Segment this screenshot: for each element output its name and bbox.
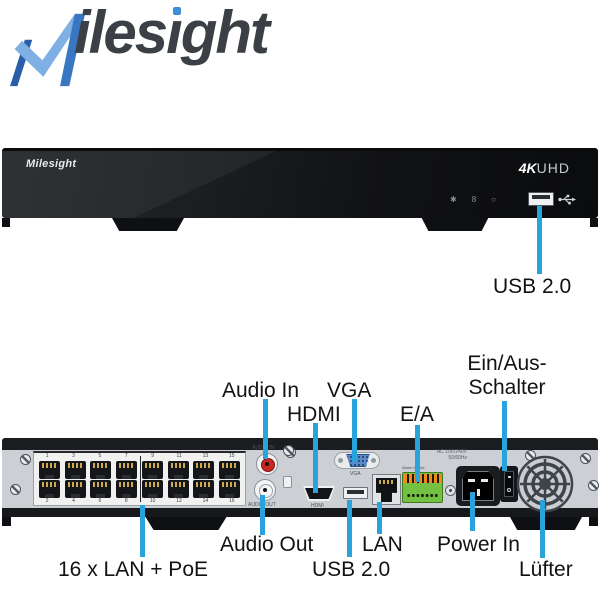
callout-label-audio-out: Audio Out (220, 533, 314, 556)
callout-line-audio-out (260, 495, 265, 535)
rocker-switch (504, 471, 514, 497)
callout-line-power-in (470, 492, 475, 531)
ground-screw-icon (445, 485, 456, 496)
front-usb-port (528, 192, 554, 206)
callout-line-fan (540, 500, 545, 558)
lan-port-row-top (34, 460, 245, 479)
audio-out-rca-port (254, 479, 276, 501)
rj45-port (219, 460, 241, 479)
callout-line-lan (377, 502, 382, 534)
callout-line-vga (352, 399, 357, 462)
vga-screw (338, 458, 343, 463)
nvr-front-view: Milesight 4KUHD ✱ 8 ○ (2, 148, 598, 218)
callout-label-audio-in: Audio In (222, 379, 300, 402)
blue-dot-i: ı (166, 0, 183, 66)
lan-group-divider (139, 456, 141, 502)
c14-socket (462, 471, 494, 501)
callout-line-io (415, 425, 420, 482)
front-edge-right (590, 218, 598, 227)
callout-line-lan-poe (140, 505, 145, 557)
rj45-port (64, 460, 86, 479)
front-edge-left (2, 218, 10, 227)
rj45-port (167, 479, 189, 498)
front-foot-left (112, 218, 184, 231)
screw-icon (580, 453, 591, 464)
front-foot-right (421, 218, 489, 231)
io-terminal-label: Alarm In Out (402, 465, 425, 470)
callout-label-vga: VGA (327, 379, 372, 402)
screw-icon (10, 484, 21, 495)
callout-label-rear-usb: USB 2.0 (312, 558, 391, 581)
front-status-leds: ✱ 8 ○ (450, 195, 496, 204)
rj45-port (38, 460, 60, 479)
rj45-port (141, 479, 163, 498)
rj45-port (193, 479, 215, 498)
hdmi-port (303, 486, 335, 501)
screw-icon (283, 445, 294, 456)
rear-edge-left (2, 517, 11, 526)
callout-label-hdmi: HDMI (287, 403, 341, 426)
alarm-io-terminal (402, 472, 443, 503)
callout-label-lan: LAN (362, 533, 403, 556)
rj45-port (193, 460, 215, 479)
ac-rating-text: AC 100-240V 50/60Hz (436, 449, 467, 461)
rear-usb-port (343, 487, 368, 499)
rj45-port (141, 460, 163, 479)
lan-port-row-bottom (34, 479, 245, 498)
alarm-indicator-icon: ✱ (450, 195, 457, 204)
callout-line-power-switch (502, 401, 507, 471)
milesight-m-icon (10, 13, 86, 87)
rj45-port (90, 479, 112, 498)
hdmi-port-label: HDMI (311, 503, 324, 509)
lan-uplink-port (372, 474, 401, 505)
4k-uhd-badge: 4KUHD (518, 160, 570, 176)
power-inlet-port (456, 466, 500, 506)
callout-label-power-in: Power In (437, 533, 520, 556)
callout-label-power-switch: Ein/Aus- Schalter (467, 352, 547, 399)
hdd-indicator-icon: 8 (471, 195, 477, 204)
callout-line-front-usb (537, 206, 542, 274)
fan-grille-icon (516, 455, 574, 513)
milesight-logo-text: ilesıght (74, 0, 270, 66)
rj45-port (167, 460, 189, 479)
callout-line-rear-usb (347, 500, 352, 557)
rear-foot-left (145, 517, 227, 530)
front-brand-label: Milesight (26, 158, 77, 170)
screw-icon (20, 454, 31, 465)
milesight-logo: ilesıght (10, 0, 310, 104)
power-switch (500, 466, 518, 502)
rear-bottom-edge (2, 508, 598, 517)
rj45-port (116, 479, 138, 498)
rear-top-edge (2, 438, 598, 450)
screw-icon (588, 480, 599, 491)
rj45-port (38, 479, 60, 498)
terminal-screw-strip (404, 474, 441, 483)
power-indicator-icon: ○ (491, 195, 496, 204)
usb-icon (558, 194, 576, 205)
terminal-pin-holes (406, 493, 439, 498)
callout-label-fan: Lüfter (519, 558, 573, 581)
callout-label-io: E/A (400, 403, 434, 426)
vga-connector (346, 454, 370, 467)
rj45-port (64, 479, 86, 498)
rear-foot-right (510, 517, 582, 530)
rear-edge-right (589, 517, 598, 526)
rj45-port (219, 479, 241, 498)
vga-port (334, 452, 380, 469)
callout-label-lan-poe: 16 x LAN + PoE (58, 558, 209, 581)
reset-button (283, 476, 292, 488)
callout-label-front-usb: USB 2.0 (493, 275, 572, 298)
callout-line-hdmi (313, 423, 318, 493)
callout-line-audio-in (263, 399, 268, 459)
rj45-port (116, 460, 138, 479)
vga-screw (371, 458, 376, 463)
rj45-port (90, 460, 112, 479)
vga-port-label: VGA (350, 471, 361, 477)
